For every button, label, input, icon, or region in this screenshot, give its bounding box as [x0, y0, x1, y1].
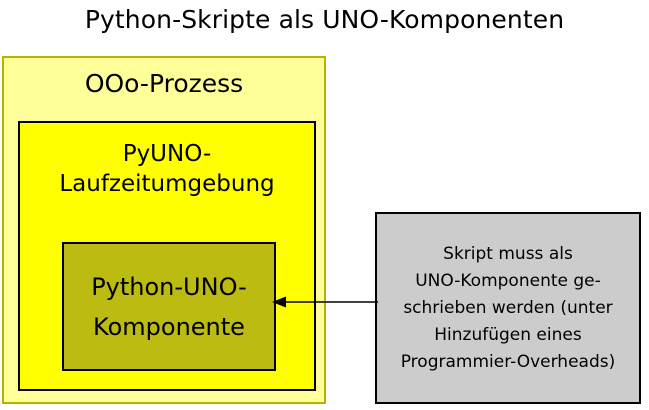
pyuno-runtime-box: PyUNO- Laufzeitumgebung Python-UNO- Komp… — [18, 121, 316, 391]
pyuno-runtime-label: PyUNO- Laufzeitumgebung — [59, 141, 275, 197]
python-uno-component-label: Python-UNO- Komponente — [91, 273, 247, 341]
ooo-process-box: OOo-Prozess PyUNO- Laufzeitumgebung Pyth… — [2, 56, 326, 404]
ooo-process-label: OOo-Prozess — [84, 69, 244, 98]
page-title: Python-Skripte als UNO-Komponenten — [84, 5, 565, 34]
arrow-left-icon — [272, 296, 378, 308]
annotation-text: Skript muss als UNO-Komponente ge- schri… — [400, 243, 616, 372]
python-uno-component-box: Python-UNO- Komponente — [62, 242, 276, 371]
annotation-box: Skript muss als UNO-Komponente ge- schri… — [375, 212, 641, 404]
